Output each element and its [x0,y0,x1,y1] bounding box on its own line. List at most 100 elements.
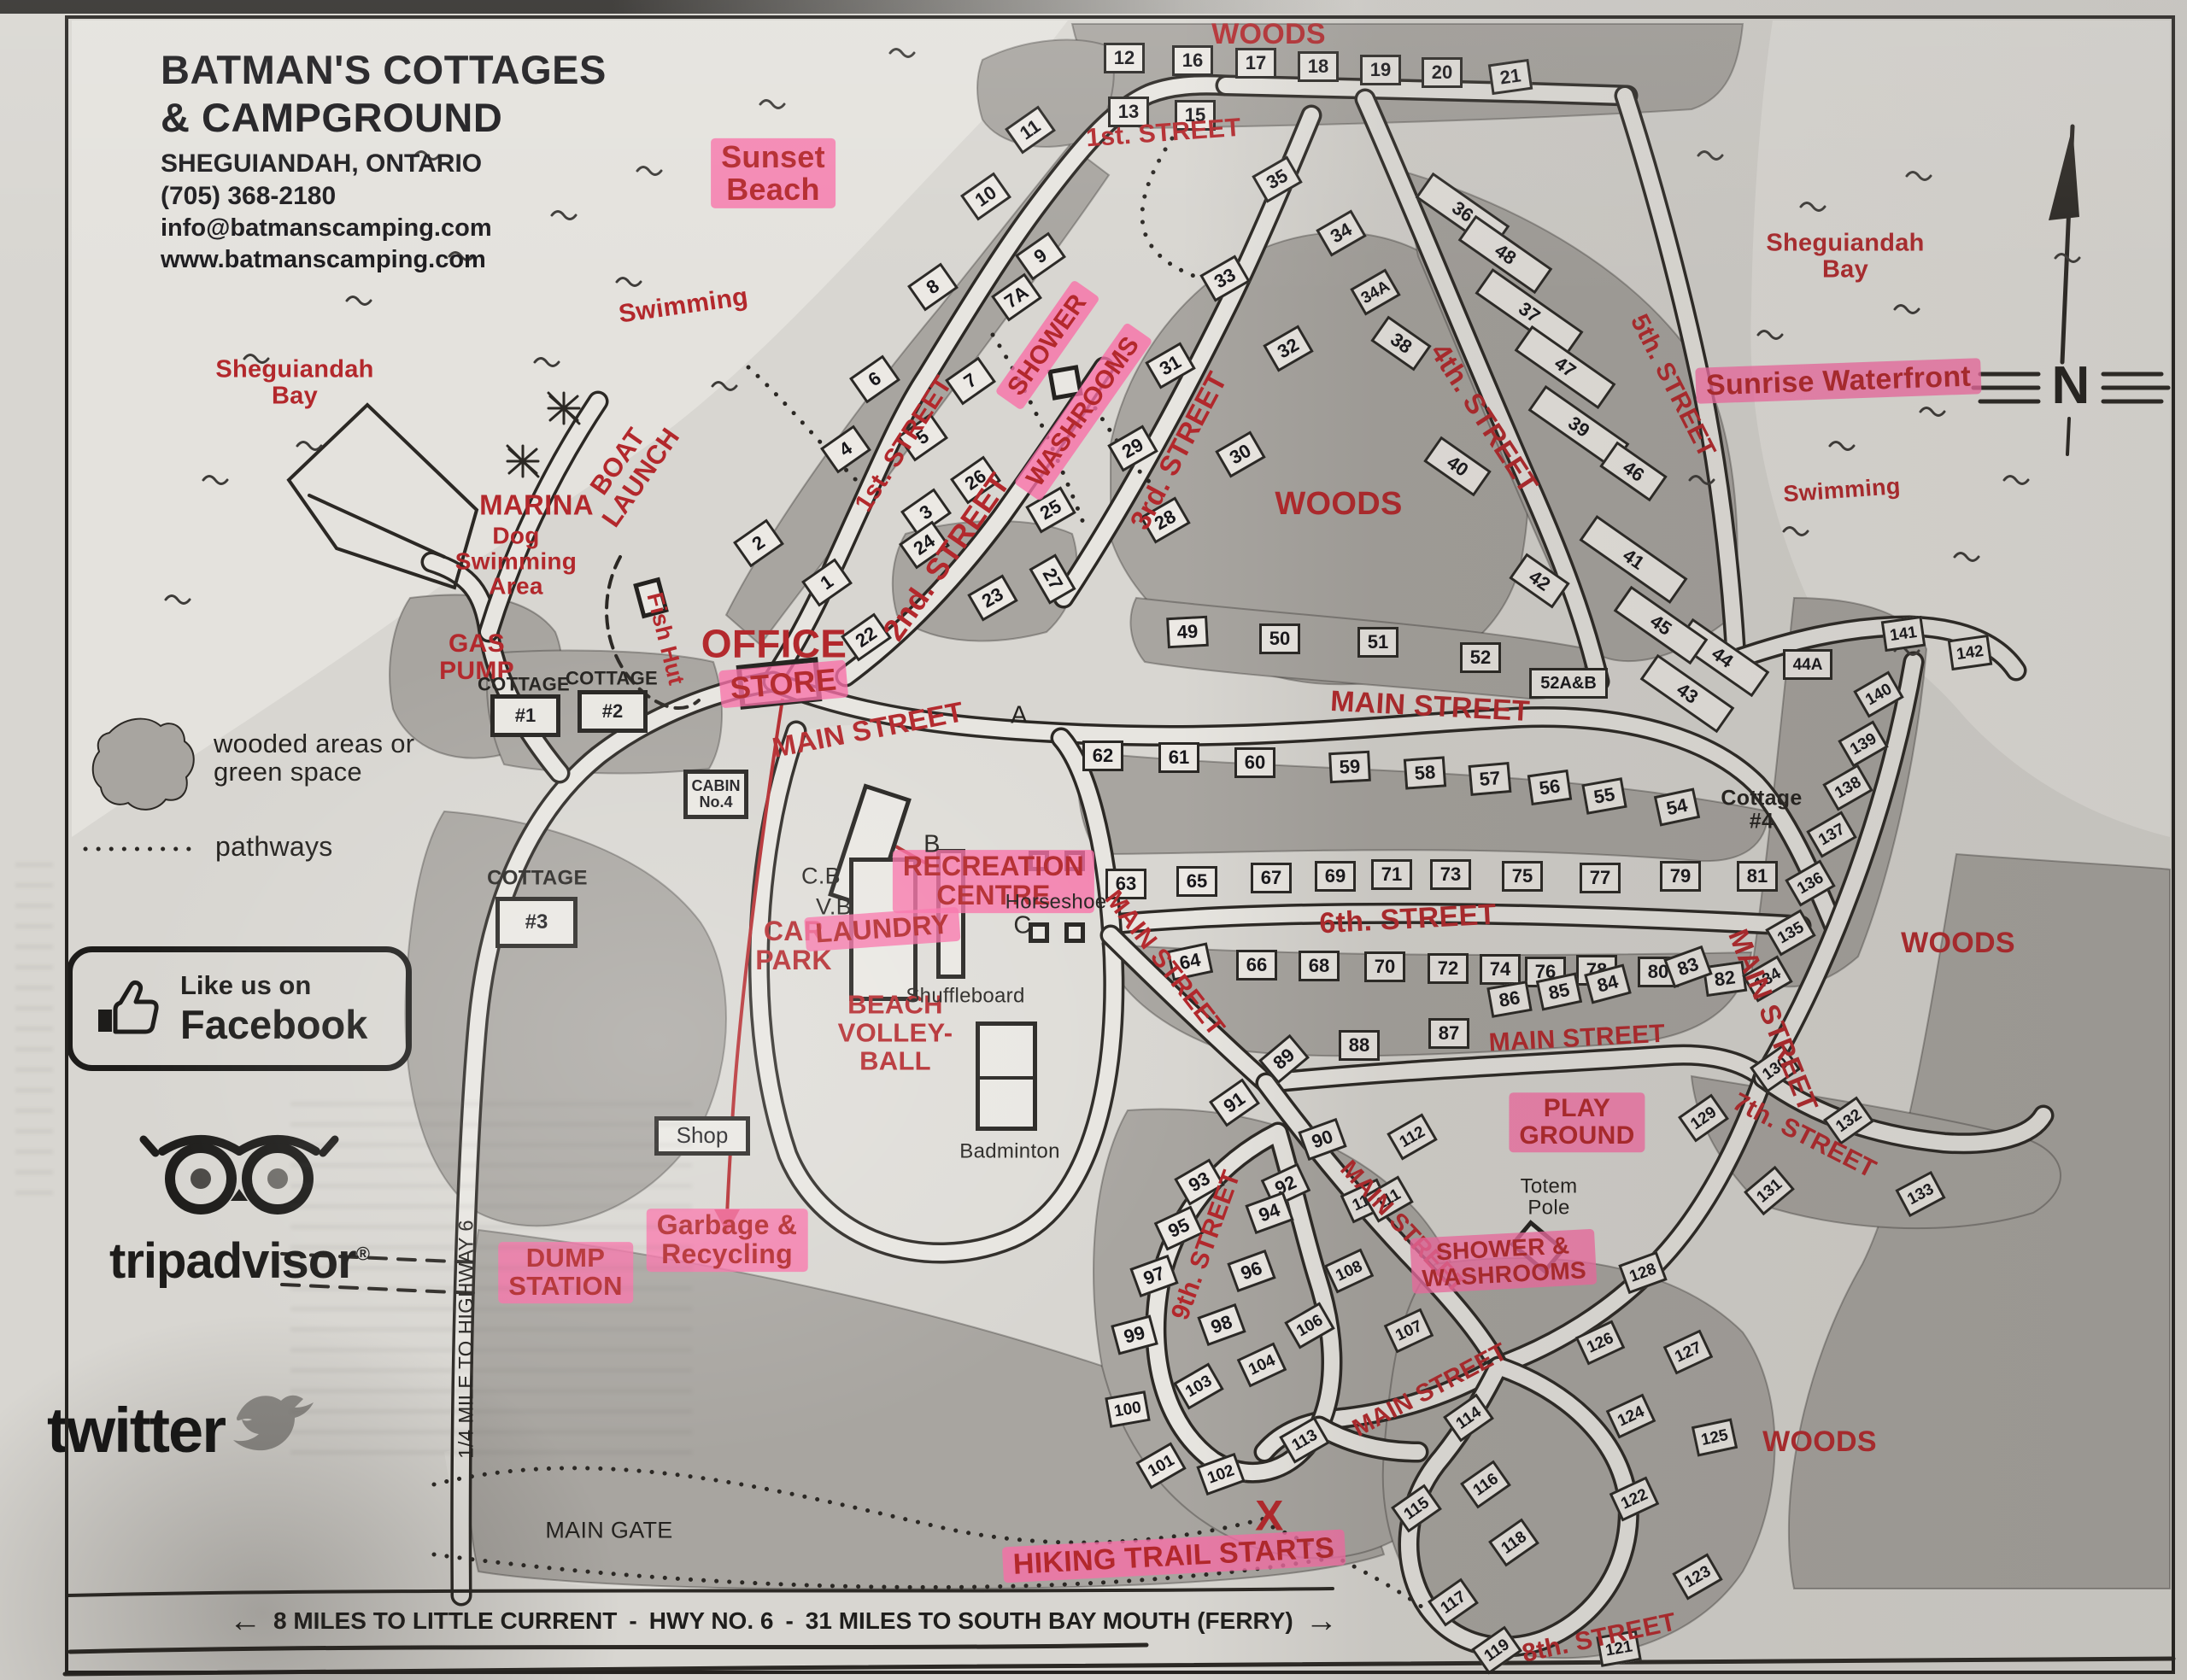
separator-dash: - [785,1607,794,1634]
site-59: 59 [1328,750,1371,784]
cottage-2-caption-label: COTTAGE [565,667,659,689]
site-71: 71 [1371,859,1412,890]
site-15: 15 [1175,100,1216,131]
site-51: 51 [1357,627,1398,658]
site-18: 18 [1298,51,1339,82]
site-44A: 44A [1783,649,1832,680]
tripadvisor-registered-mark: ® [355,1243,370,1265]
site-77: 77 [1580,863,1621,893]
facebook-badge-line2: Facebook [180,1001,368,1047]
twitter-bird-icon [233,1395,314,1451]
sheguiandah-bay-east-label: Sheguiandah Bay [1766,229,1925,283]
cottage-3-building: #3 [495,897,578,948]
horseshoe-label: Horseshoe [1005,890,1107,914]
main-gate-label: MAIN GATE [545,1517,673,1543]
gas-pump-label: GAS PUMP [439,629,514,685]
totem-pole-label: Totem Pole [1520,1174,1578,1220]
badminton-court [976,1021,1037,1131]
a-letter-label: A [1011,701,1028,729]
garbage-recycling-label: Garbage & Recycling [646,1209,808,1272]
horseshoe-pit-3 [1029,922,1049,943]
site-72: 72 [1428,953,1469,984]
site-21: 21 [1487,58,1533,96]
campground-email: info@batmanscamping.com [161,214,492,242]
cottage-1-caption-label: COTTAGE [477,673,571,695]
horseshoe-pit-4 [1064,922,1085,943]
twitter-logo: twitter [47,1384,406,1469]
marina-label: MARINA [479,489,594,521]
campground-website: www.batmanscamping.com [161,245,486,273]
site-56: 56 [1527,769,1573,806]
site-13: 13 [1108,97,1149,127]
b-letter-label: B [923,830,941,858]
separator-dash: - [629,1607,637,1634]
shuffleboard-label: Shuffleboard [906,984,1025,1008]
facebook-badge: Like us on Facebook [67,946,412,1071]
distance-east: 31 MILES TO SOUTH BAY MOUTH (FERRY) [805,1607,1293,1634]
site-62: 62 [1082,740,1123,771]
site-88: 88 [1339,1030,1380,1061]
site-79: 79 [1660,861,1701,892]
title-block: BATMAN'S COTTAGES & CAMPGROUND SHEGUIAND… [161,46,607,274]
cottage-4-caption-label: Cottage #4 [1721,786,1803,833]
shower-washrooms-south-label: SHOWER & WASHROOMS [1410,1228,1598,1295]
woods-se-label: WOODS [1762,1425,1877,1458]
site-81: 81 [1737,861,1778,892]
playground-label: PLAY GROUND [1509,1092,1645,1152]
site-20: 20 [1422,57,1463,88]
site-66: 66 [1236,950,1277,980]
dog-swimming-area-label: Dog Swimming Area [454,522,578,600]
woods-east-label: WOODS [1901,926,2015,959]
distance-west: 8 MILES TO LITTLE CURRENT [273,1607,618,1634]
site-73: 73 [1430,859,1471,890]
recreation-centre-label: RECREATION CENTRE [892,850,1095,913]
site-141: 141 [1880,615,1926,653]
site-69: 69 [1315,861,1356,892]
highway-number: HWY NO. 6 [648,1607,774,1634]
site-67: 67 [1251,863,1292,893]
sheguiandah-bay-west-label: Sheguiandah Bay [215,355,374,409]
site-142: 142 [1947,634,1993,671]
site-75: 75 [1502,861,1543,892]
site-52A&B: 52A&B [1529,668,1608,699]
cottage-3-caption-label: COTTAGE [487,866,588,890]
site-49: 49 [1166,615,1209,649]
site-16: 16 [1172,45,1213,76]
site-58: 58 [1403,756,1447,790]
site-74: 74 [1480,954,1521,985]
woods-center-label: WOODS [1275,485,1403,522]
showthrough-smudge [15,863,53,1196]
site-52: 52 [1460,642,1501,673]
dump-station-label: DUMP STATION [498,1242,633,1303]
tripadvisor-wordmark: tripadvisor® [109,1233,370,1289]
legend-pathways-text-label: pathways [215,831,333,863]
beach-volleyball-label: BEACH VOLLEY- BALL [837,989,953,1076]
site-50: 50 [1259,623,1300,654]
site-57: 57 [1468,761,1512,797]
facebook-badge-line1: Like us on [180,969,312,1000]
cabin-4-building: CABIN No.4 [683,770,748,819]
site-87: 87 [1428,1018,1469,1049]
tripadvisor-logo: tripadvisor® [81,1126,397,1290]
vb-letter-label: V.B [816,893,852,920]
compass-n-label: N [2051,356,2090,416]
shop-building: Shop [654,1116,750,1156]
campground-location: SHEGUIANDAH, ONTARIO [161,149,483,178]
campground-name-line1: BATMAN'S COTTAGES [161,47,607,92]
site-70: 70 [1364,951,1405,982]
woods-top-label: WOODS [1211,17,1326,50]
tripadvisor-owl-icon [139,1135,339,1215]
site-12: 12 [1104,43,1145,73]
site-17: 17 [1235,48,1276,79]
thumbs-up-icon [98,980,159,1034]
twitter-wordmark: twitter [47,1395,226,1466]
photo-edge-shadow [0,0,2187,14]
showthrough-smudge [290,1102,692,1469]
site-68: 68 [1299,951,1340,981]
site-19: 19 [1360,55,1401,85]
site-61: 61 [1158,742,1199,773]
c-letter-label: C [1013,911,1032,940]
site-60: 60 [1234,747,1275,778]
trail-x-label: X [1255,1491,1284,1540]
